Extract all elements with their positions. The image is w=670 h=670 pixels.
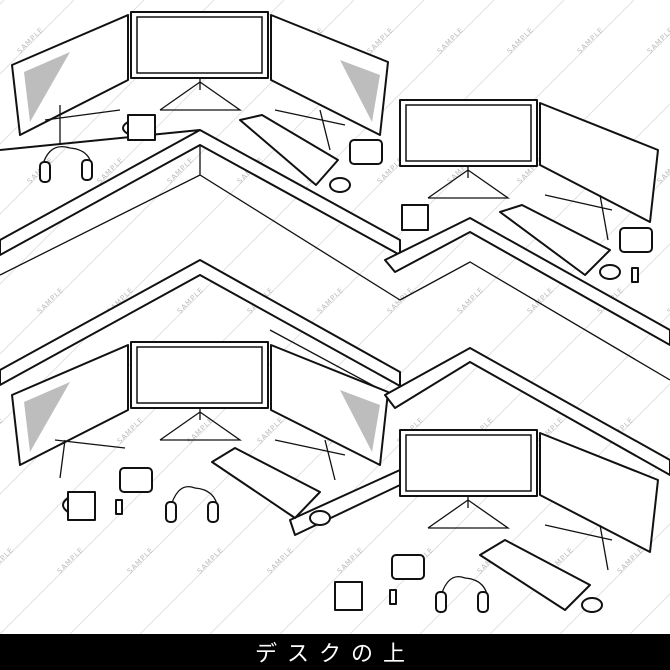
- watermark-text: SAMPLE: [646, 26, 670, 56]
- watermark-line: [0, 0, 5, 5]
- watermark-line: [419, 383, 670, 634]
- desk: [384, 347, 670, 476]
- monitor-right: [539, 102, 659, 241]
- mouse: [599, 264, 621, 280]
- usb-stick: [115, 499, 123, 515]
- monitor-left: [399, 429, 538, 529]
- keyboard: [239, 114, 339, 186]
- clock: [391, 554, 425, 580]
- scene-top-right: [384, 99, 670, 381]
- desk-illustrations: SAMPLE SAMPLE SAMPLE SAMPLE SAMPLE SAMPLE SAMP…: [0, 0, 670, 634]
- monitor-right: [270, 14, 389, 151]
- watermark-text: SAMPLE: [196, 546, 226, 576]
- mug: [334, 581, 363, 611]
- monitor-right: [270, 344, 389, 481]
- scene-bottom-right: [334, 347, 670, 613]
- mouse: [581, 597, 603, 613]
- watermark-line: [0, 0, 495, 495]
- mouse: [309, 510, 331, 526]
- clock: [119, 467, 153, 493]
- watermark-text: SAMPLE: [316, 286, 346, 316]
- watermark-line: [279, 243, 670, 634]
- watermark-text: SAMPLE: [0, 416, 5, 446]
- watermark-line: [489, 453, 670, 634]
- watermark-text: SAMPLE: [436, 26, 466, 56]
- scene-top-left: [0, 11, 401, 301]
- clock: [619, 227, 653, 253]
- monitor-center: [130, 341, 269, 441]
- monitor-left: [11, 344, 129, 479]
- monitor-left: [11, 14, 129, 145]
- keyboard: [211, 447, 321, 519]
- watermark-text: SAMPLE: [386, 286, 416, 316]
- watermark-text: SAMPLE: [456, 286, 486, 316]
- watermark-text: SAMPLE: [126, 546, 156, 576]
- caption-bar: デスクの上: [0, 634, 670, 670]
- desk: [384, 217, 670, 346]
- usb-stick: [631, 267, 639, 283]
- watermark-text: SAMPLE: [336, 546, 366, 576]
- watermark-text: SAMPLE: [526, 286, 556, 316]
- scene-bottom-left: [0, 259, 401, 536]
- watermark-text: SAMPLE: [36, 286, 66, 316]
- watermark-text: SAMPLE: [666, 286, 670, 316]
- mug: [401, 204, 429, 231]
- monitor-right: [539, 432, 659, 571]
- watermark-text: SAMPLE: [176, 286, 206, 316]
- watermark-line: [0, 0, 285, 285]
- mug: [62, 491, 96, 521]
- watermark-line: [559, 523, 670, 634]
- watermark-line: [0, 0, 355, 355]
- mug: [122, 114, 156, 141]
- watermark-text: SAMPLE: [656, 156, 670, 186]
- watermark-text: SAMPLE: [366, 26, 396, 56]
- watermark-text: SAMPLE: [56, 546, 86, 576]
- watermark-text: SAMPLE: [16, 26, 46, 56]
- keyboard: [499, 204, 611, 276]
- watermark-text: SAMPLE: [116, 416, 146, 446]
- keyboard: [479, 539, 591, 611]
- caption-title: デスクの上: [254, 642, 415, 667]
- watermark-text: SAMPLE: [506, 26, 536, 56]
- watermark-line: [0, 0, 215, 215]
- watermark-text: SAMPLE: [616, 546, 646, 576]
- watermark-text: SAMPLE: [0, 546, 15, 576]
- watermark-line: [69, 33, 670, 634]
- monitor-center: [130, 11, 269, 111]
- watermark-line: [209, 173, 670, 634]
- desk: [0, 129, 401, 256]
- watermark-text: SAMPLE: [576, 26, 606, 56]
- watermark-line: [139, 103, 670, 634]
- clock: [349, 139, 383, 165]
- monitor-left: [399, 99, 538, 199]
- mouse: [329, 177, 351, 193]
- watermark-text: SAMPLE: [266, 546, 296, 576]
- usb-stick: [389, 589, 397, 605]
